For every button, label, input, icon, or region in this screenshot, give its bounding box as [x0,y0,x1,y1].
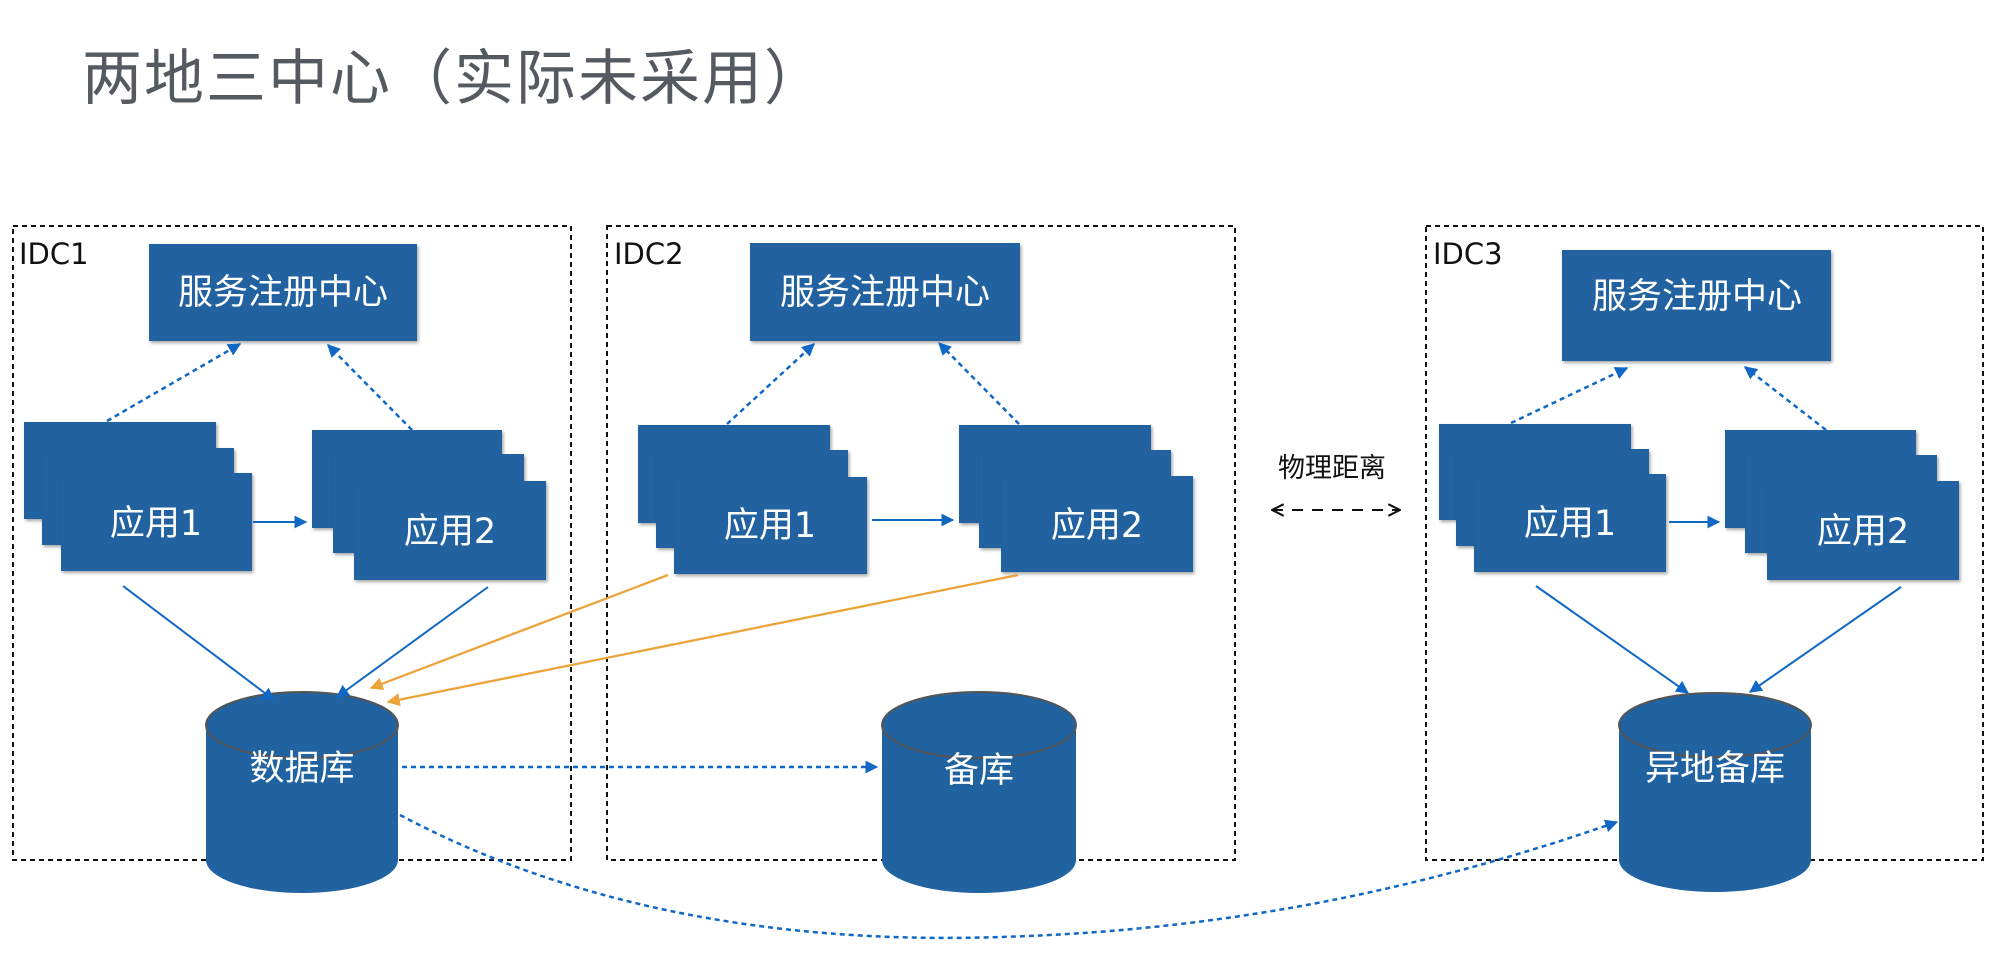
idc3-app1-to-registry-arrow [1510,366,1629,425]
idc2-app2-to-registry-arrow [938,342,1020,425]
app1-label: 应用1 [1524,504,1616,544]
idc3-registry[interactable]: 服务注册中心 [1562,250,1831,361]
app1-label: 应用1 [724,506,816,546]
idc1-app1-to-db-arrow [122,585,276,701]
idc1-app2-stack[interactable]: 应用2 [312,430,546,580]
idc2-database[interactable]: 备库 [881,691,1077,893]
database-label: 异地备库 [1645,749,1785,789]
idc3-app1-stack[interactable]: 应用1 [1439,424,1666,572]
distance-label: 物理距离 [1278,453,1386,484]
page-title: 两地三中心（实际未采用） [82,44,826,114]
idc3-database[interactable]: 异地备库 [1618,692,1812,892]
idc3-app2-stack[interactable]: 应用2 [1725,430,1959,580]
idc1-app1-stack[interactable]: 应用1 [24,422,252,571]
idc1-database[interactable]: 数据库 [205,691,399,893]
db-to-remote-backup-replication-arrow [399,813,1619,940]
idc2-app1-to-registry-arrow [726,343,815,425]
idc1-app2-to-db-arrow [335,586,489,698]
idc3-label: IDC3 [1433,237,1503,271]
database-label: 数据库 [249,749,354,789]
idc2-app2-to-idc1-db-arrow [386,573,1019,707]
idc2-app1-stack[interactable]: 应用1 [638,425,867,574]
registry-label: 服务注册中心 [178,273,388,313]
registry-label: 服务注册中心 [780,273,990,313]
idc1-app2-to-registry-arrow [327,344,413,431]
app2-label: 应用2 [1817,512,1909,552]
idc2-app1-to-idc1-db-arrow [369,573,669,690]
idc3-app1-to-db-arrow [1535,585,1690,694]
registry-label: 服务注册中心 [1592,277,1802,317]
database-label: 备库 [944,751,1014,791]
idc2-app2-stack[interactable]: 应用2 [959,425,1193,572]
app2-label: 应用2 [404,512,496,552]
idc2-registry[interactable]: 服务注册中心 [750,243,1020,341]
idc3-app2-to-registry-arrow [1743,366,1827,431]
app1-label: 应用1 [110,504,202,544]
idc1-label: IDC1 [19,237,89,271]
app2-label: 应用2 [1051,506,1143,546]
idc1-registry[interactable]: 服务注册中心 [149,244,417,341]
idc1-app1-to-registry-arrow [106,342,242,423]
idc3-app2-to-db-arrow [1748,586,1902,693]
idc2-label: IDC2 [614,237,684,271]
